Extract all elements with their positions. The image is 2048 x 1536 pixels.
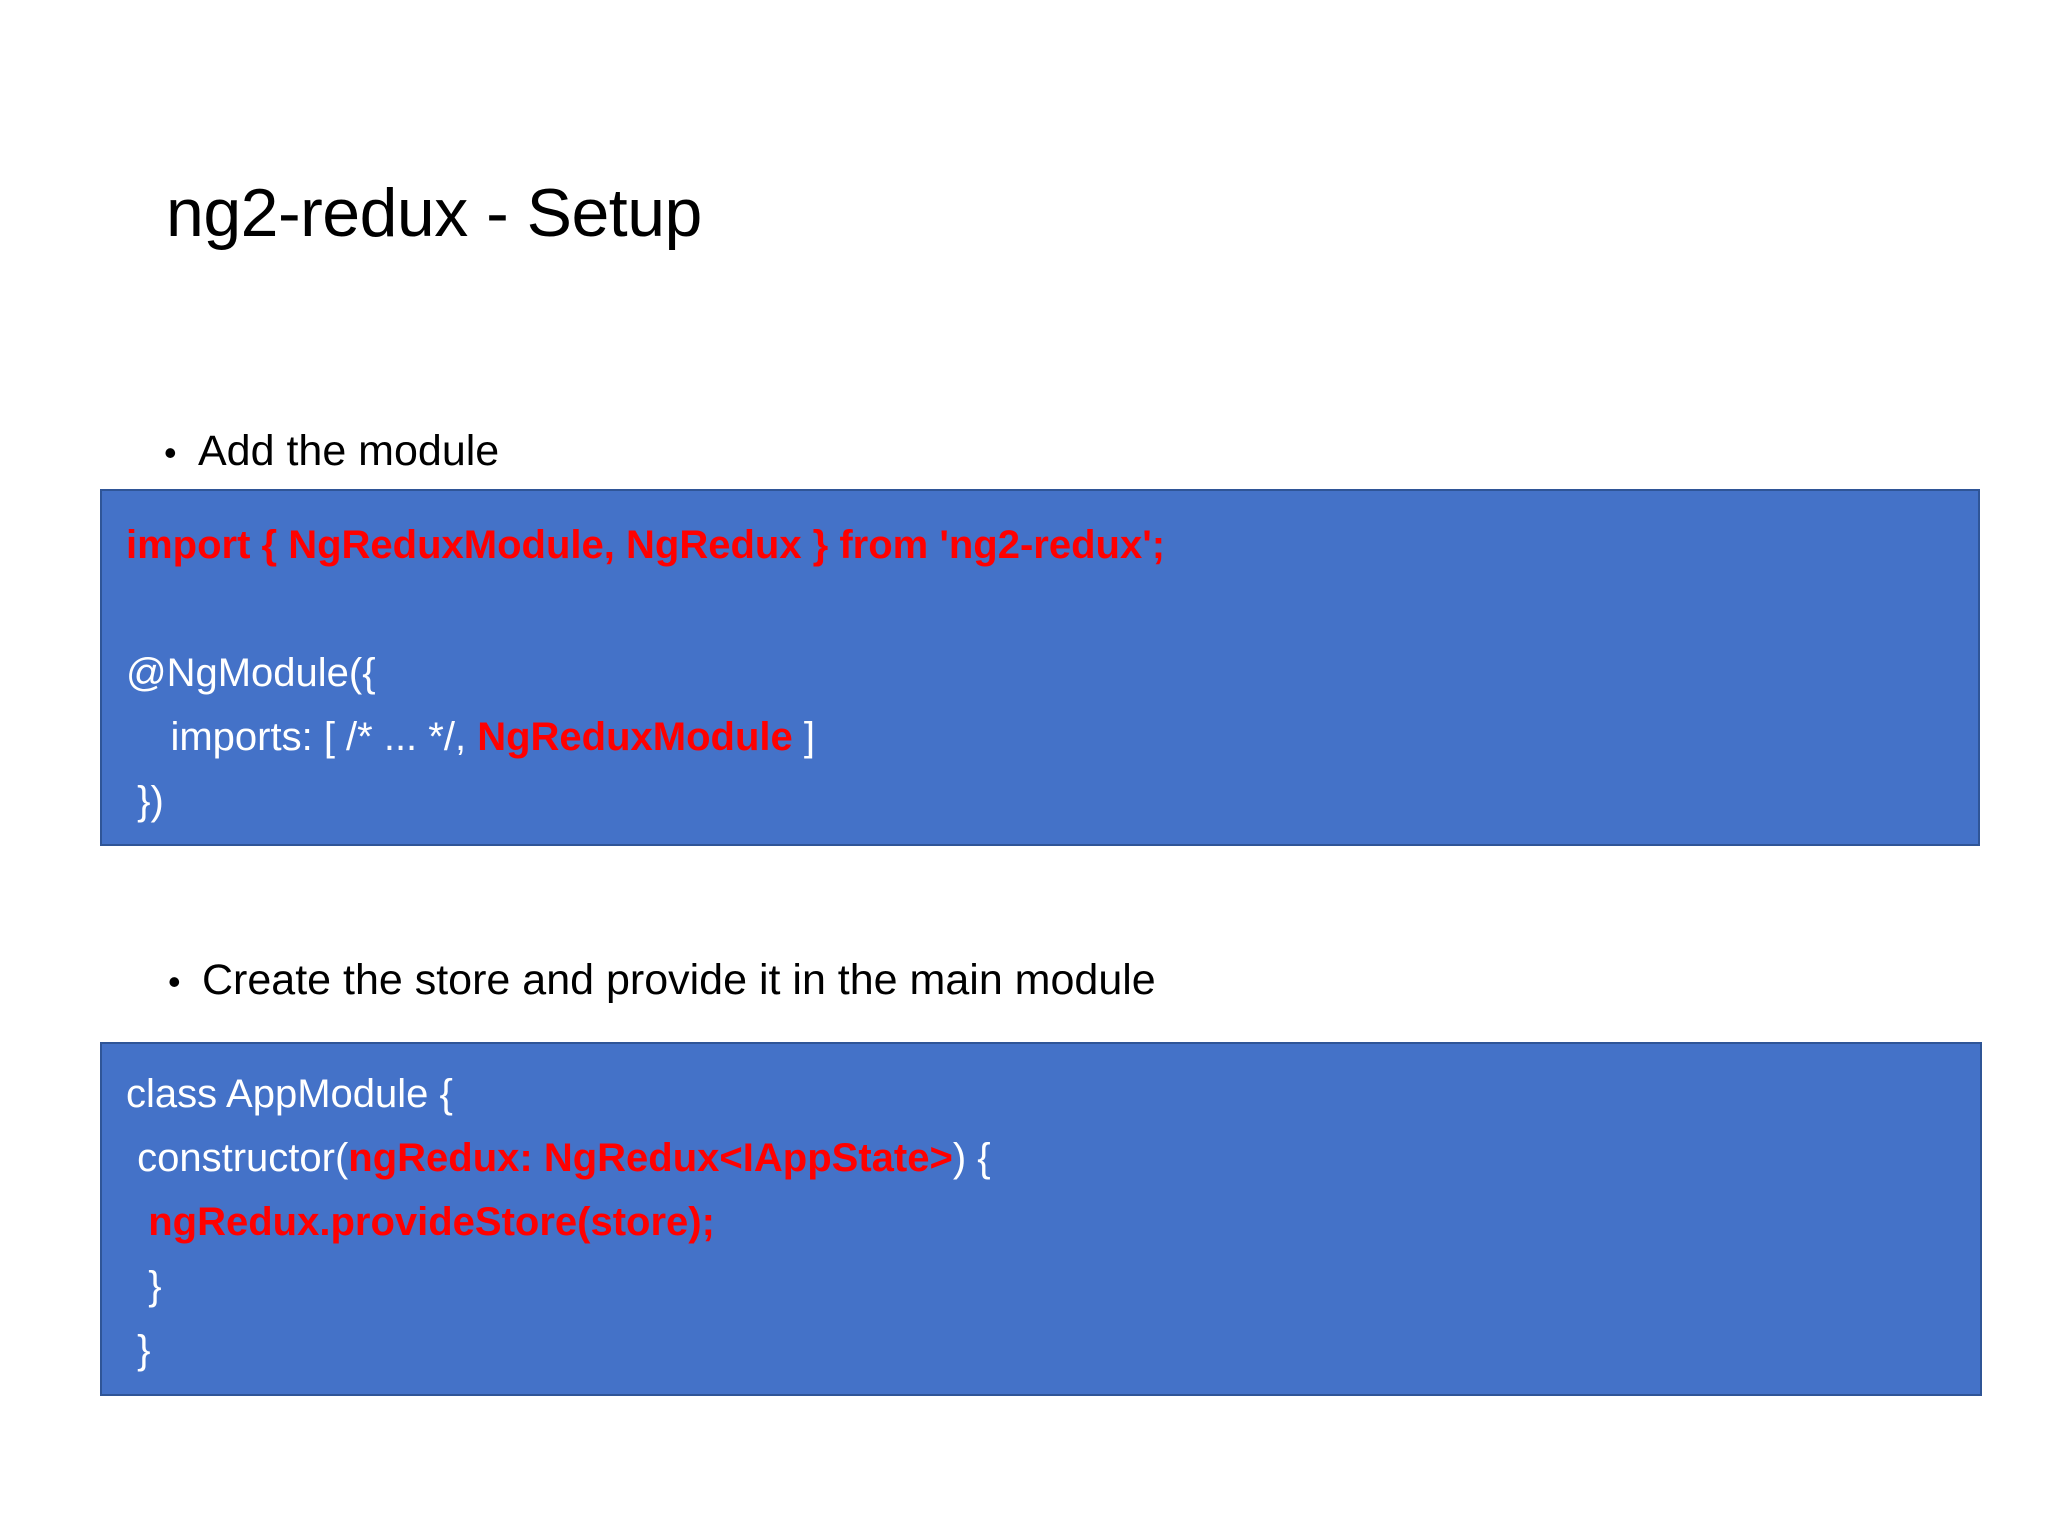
code-token-import-statement: import { NgReduxModule, NgRedux } from '…	[126, 523, 1166, 567]
code-line-blank	[126, 577, 1978, 641]
bullet-item-add-the-module: • Add the module	[164, 426, 499, 478]
code-token-imports-prefix: imports: [ /* ... */,	[126, 715, 478, 759]
code-token-ngmodule-open: @NgModule({	[126, 651, 376, 695]
code-line: class AppModule {	[126, 1062, 1980, 1126]
bullet-item-create-the-store: • Create the store and provide it in the…	[168, 955, 1156, 1007]
code-token-blank	[126, 587, 137, 631]
code-line: imports: [ /* ... */, NgReduxModule ]	[126, 705, 1978, 769]
code-line: }	[126, 1254, 1980, 1318]
bullet-label: Add the module	[198, 427, 500, 475]
code-token-class-appmodule: class AppModule {	[126, 1072, 453, 1116]
code-line: })	[126, 769, 1978, 833]
code-token-constructor-close-brace: }	[126, 1264, 162, 1308]
code-block-add-module: import { NgReduxModule, NgRedux } from '…	[100, 489, 1980, 846]
code-token-ngmodule-close: })	[126, 779, 164, 823]
code-line: @NgModule({	[126, 641, 1978, 705]
code-token-imports-suffix: ]	[792, 715, 815, 759]
code-token-constructor-suffix: ) {	[952, 1136, 991, 1180]
code-line: ngRedux.provideStore(store);	[126, 1190, 1980, 1254]
bullet-marker-icon: •	[164, 432, 177, 473]
code-token-constructor-prefix: constructor(	[126, 1136, 349, 1180]
code-token-ngreduxmodule: NgReduxModule	[477, 715, 793, 759]
code-token-class-close-brace: }	[126, 1328, 151, 1372]
code-line: }	[126, 1318, 1980, 1382]
code-block-provide-store: class AppModule { constructor(ngRedux: N…	[100, 1042, 1982, 1396]
code-token-ngredux-param: ngRedux: NgRedux<IAppState>	[348, 1136, 953, 1180]
code-line: constructor(ngRedux: NgRedux<IAppState>)…	[126, 1126, 1980, 1190]
bullet-label: Create the store and provide it in the m…	[202, 956, 1156, 1004]
page-title: ng2-redux - Setup	[166, 175, 702, 251]
bullet-marker-icon: •	[168, 961, 181, 1002]
code-token-provide-store-call: ngRedux.provideStore(store);	[126, 1200, 715, 1244]
code-line: import { NgReduxModule, NgRedux } from '…	[126, 513, 1978, 577]
